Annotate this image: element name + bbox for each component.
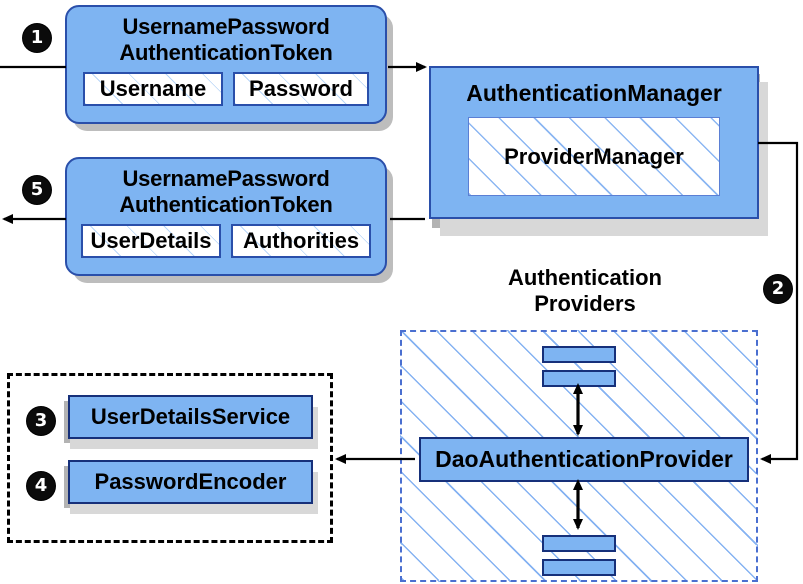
providers-label-line1: Authentication [508, 265, 662, 290]
step-badge-2: 2 [764, 275, 792, 303]
request-token-title-line1: UsernamePassword [122, 14, 330, 39]
authentication-manager-title: AuthenticationManager [466, 80, 722, 106]
userdetailsservice-box[interactable]: UserDetailsService [68, 395, 313, 439]
provider-manager-box[interactable]: ProviderManager [468, 117, 720, 196]
request-token-title-line2: AuthenticationToken [119, 40, 333, 65]
slot-authorities: Authorities [231, 224, 371, 258]
authentication-manager-box[interactable]: AuthenticationManager ProviderManager [429, 66, 759, 219]
step-badge-1: 1 [23, 24, 51, 52]
slot-userdetails: UserDetails [81, 224, 221, 258]
providers-label-line2: Providers [534, 291, 636, 316]
response-token-slots: UserDetails Authorities [81, 224, 371, 258]
step-badge-4: 4 [27, 472, 55, 500]
slot-username: Username [83, 72, 223, 106]
provider-stub-top-1[interactable] [542, 346, 616, 363]
response-token-title-line2: AuthenticationToken [119, 192, 333, 217]
dependencies-group [7, 373, 333, 543]
dao-authentication-provider-box[interactable]: DaoAuthenticationProvider [419, 437, 749, 482]
step-badge-5: 5 [23, 176, 51, 204]
slot-password: Password [233, 72, 369, 106]
passwordencoder-box[interactable]: PasswordEncoder [68, 460, 313, 504]
response-token-title-line1: UsernamePassword [122, 166, 330, 191]
request-token-title: UsernamePassword AuthenticationToken [119, 14, 333, 66]
request-token-slots: Username Password [83, 72, 369, 106]
step-badge-3: 3 [27, 407, 55, 435]
response-token-title: UsernamePassword AuthenticationToken [119, 166, 333, 218]
request-token-box[interactable]: UsernamePassword AuthenticationToken Use… [65, 5, 387, 124]
provider-stub-top-2[interactable] [542, 370, 616, 387]
authentication-providers-label: Authentication Providers [470, 265, 700, 317]
response-token-box[interactable]: UsernamePassword AuthenticationToken Use… [65, 157, 387, 276]
provider-stub-bottom-1[interactable] [542, 535, 616, 552]
provider-stub-bottom-2[interactable] [542, 559, 616, 576]
